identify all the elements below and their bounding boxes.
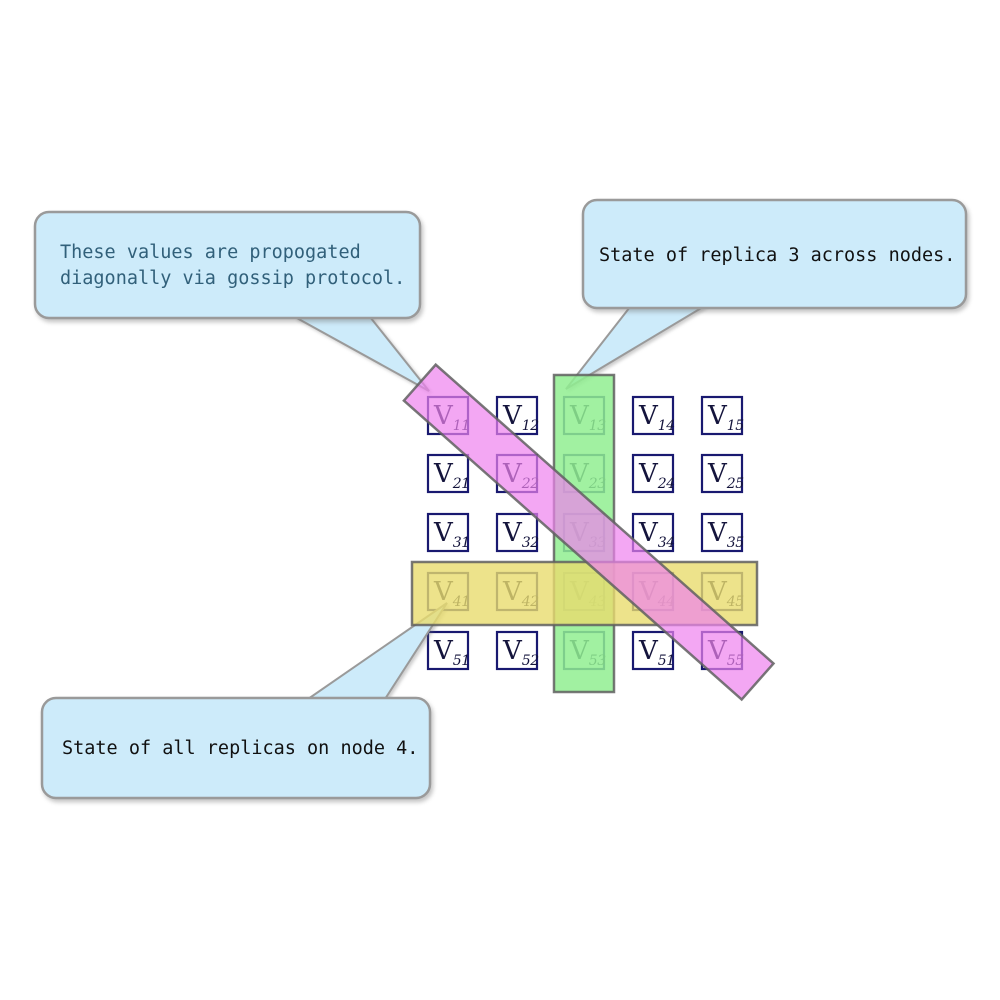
callout-gossip <box>33 210 422 320</box>
callout-node4-line1: State of all replicas on node 4. <box>62 738 418 759</box>
matrix-cell <box>700 512 744 553</box>
matrix-cell <box>426 453 470 494</box>
callout-boxes <box>33 198 968 800</box>
callout-gossip-line2: diagonally via gossip protocol. <box>60 268 405 289</box>
gossip-diagonal-highlight <box>402 362 776 702</box>
callout-tails <box>294 306 707 700</box>
callout-node4 <box>40 696 432 800</box>
matrix-cell <box>495 630 539 671</box>
matrix-cell <box>631 395 675 436</box>
callout-replica3-text: State of replica 3 across nodes. <box>599 245 955 266</box>
matrix-cell <box>631 630 675 671</box>
matrix-cell-label: V21 <box>433 459 470 492</box>
matrix-cell <box>426 512 470 553</box>
callout-node4-text: State of all replicas on node 4. <box>62 738 418 759</box>
matrix-cell-label: V34 <box>638 518 675 551</box>
matrix-cell-label: V24 <box>638 459 675 492</box>
matrix-cell <box>700 395 744 436</box>
matrix-cell <box>495 512 539 553</box>
matrix-cell-label: V12 <box>502 401 539 434</box>
callout-gossip-text: These values are propogated diagonally v… <box>60 242 405 289</box>
matrix-cell-label: V15 <box>707 401 744 434</box>
matrix-cell-label: V35 <box>707 518 744 551</box>
matrix-cell-label: V52 <box>502 636 539 669</box>
callout-gossip-line1: These values are propogated <box>60 242 361 263</box>
matrix-cell <box>700 453 744 494</box>
callout-tail-gossip <box>294 316 430 392</box>
matrix-cell-label: V51 <box>638 636 675 669</box>
matrix-cell-label: V31 <box>433 518 470 551</box>
highlight-bands <box>402 362 776 702</box>
callout-replica3-line1: State of replica 3 across nodes. <box>599 245 955 266</box>
matrix-cell <box>631 453 675 494</box>
callout-replica3 <box>581 198 968 310</box>
matrix-cell-label: V25 <box>707 459 744 492</box>
matrix-cell <box>426 630 470 671</box>
matrix-cell-label: V51 <box>433 636 470 669</box>
matrix-cell-label: V14 <box>638 401 675 434</box>
matrix-cell-label: V32 <box>502 518 539 551</box>
